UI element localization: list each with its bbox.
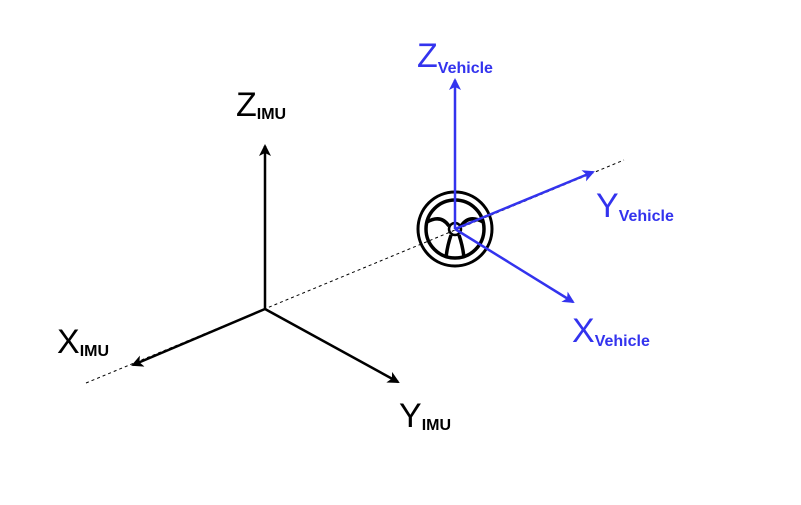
- vehicle-z-label: ZVehicle: [417, 37, 493, 77]
- imu-x-axis: [131, 307, 266, 367]
- imu-y-axis: [264, 307, 400, 384]
- vehicle-y-label: YVehicle: [596, 187, 674, 225]
- imu-frame: ZIMU XIMU YIMU: [57, 86, 451, 435]
- imu-z-label: ZIMU: [236, 86, 286, 124]
- imu-x-label: XIMU: [57, 323, 109, 361]
- vehicle-frame: ZVehicle YVehicle XVehicle: [417, 37, 674, 350]
- vehicle-x-label: XVehicle: [572, 312, 650, 350]
- vehicle-y-axis: [454, 170, 595, 231]
- vehicle-x-axis: [454, 227, 575, 304]
- imu-y-label: YIMU: [399, 397, 451, 435]
